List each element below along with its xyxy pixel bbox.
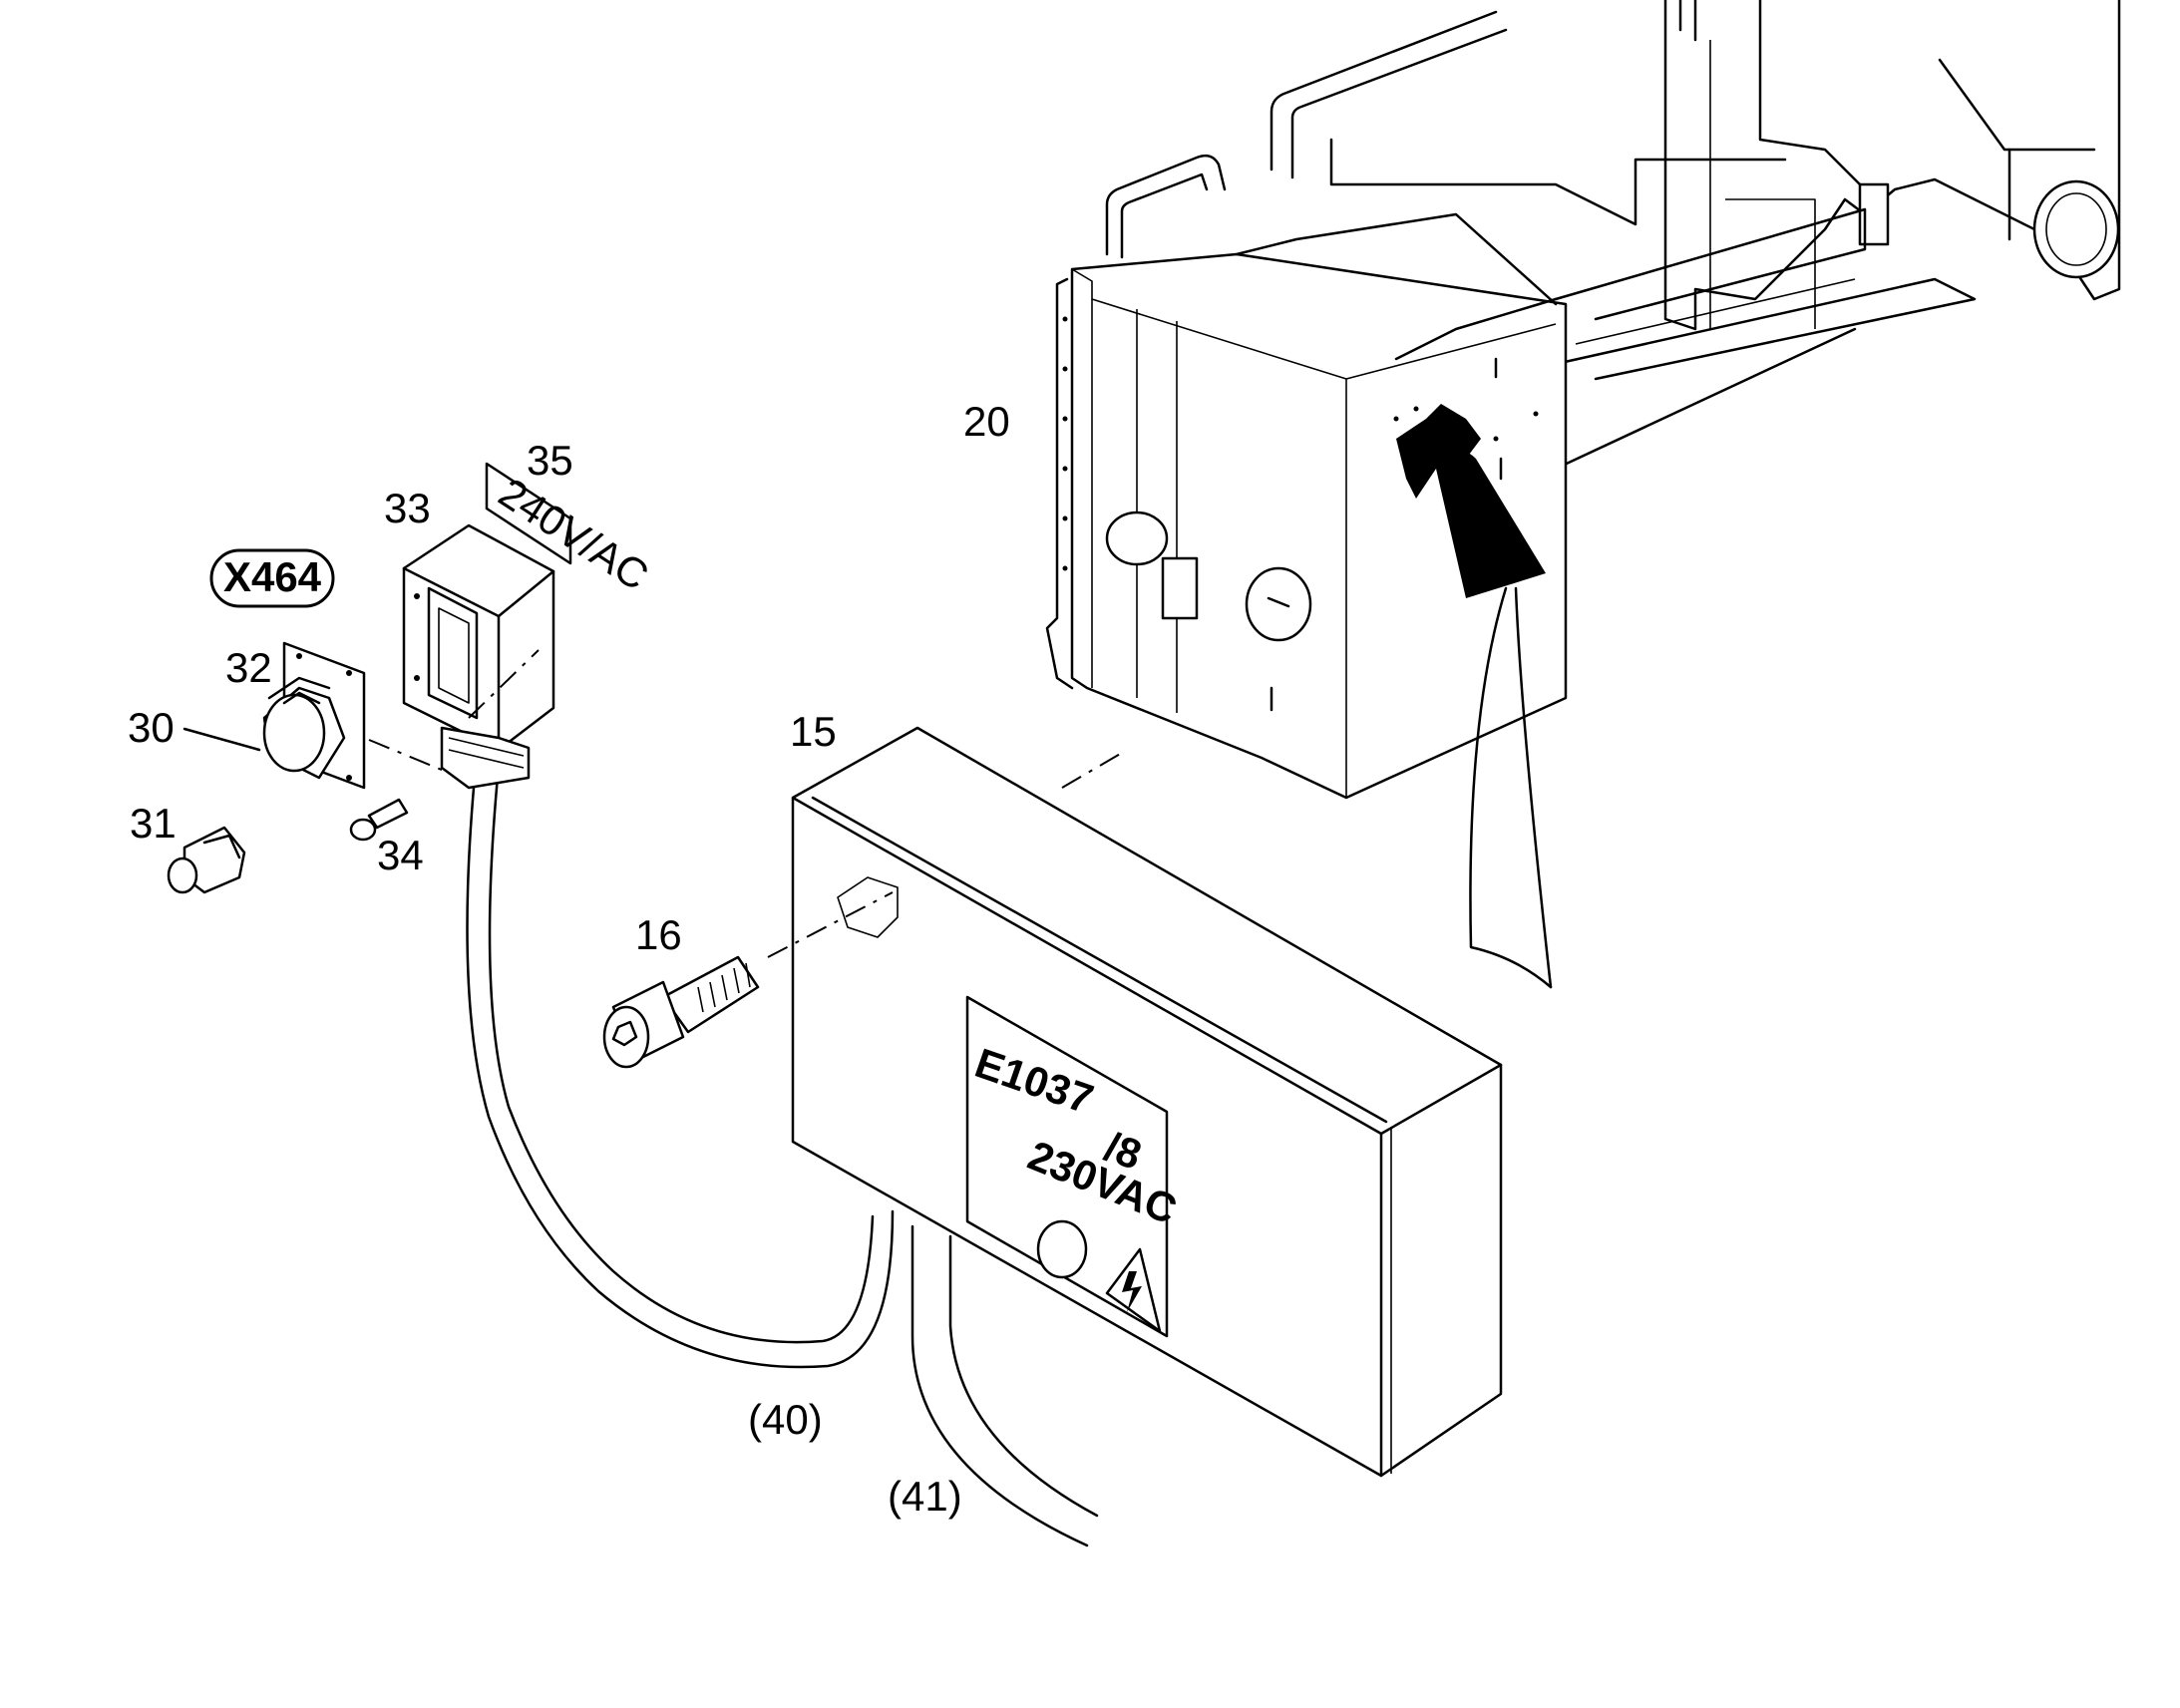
machine-frame xyxy=(1045,0,2121,989)
connector-tag: X464 xyxy=(209,548,335,608)
callout-33: 33 xyxy=(384,485,431,531)
leader-30 xyxy=(182,727,261,752)
callout-30: 30 xyxy=(128,704,175,751)
indicator-circle-icon xyxy=(1036,1219,1088,1279)
box-label-plate xyxy=(965,995,1169,1338)
small-screw xyxy=(349,798,409,842)
callout-16: 16 xyxy=(635,911,682,958)
connector-housing xyxy=(402,523,555,790)
callout-32: 32 xyxy=(225,644,272,691)
mounting-line-33 xyxy=(468,649,540,719)
rivets xyxy=(1062,316,1539,571)
mounting-line-32 xyxy=(368,739,450,774)
callout-15: 15 xyxy=(790,708,837,755)
plug xyxy=(167,826,246,894)
connector-tag-label: X464 xyxy=(223,553,322,600)
electrical-box: E1037 /8 230VAC xyxy=(791,726,1503,1478)
callout-34: 34 xyxy=(377,832,424,878)
socket-flange xyxy=(262,641,366,790)
callout-40: (40) xyxy=(748,1396,823,1443)
callout-31: 31 xyxy=(130,800,177,847)
screw xyxy=(602,955,760,1069)
callout-41: (41) xyxy=(888,1473,962,1520)
callout-35: 35 xyxy=(527,437,573,484)
mounting-line-15-20 xyxy=(1061,752,1123,789)
callout-20: 20 xyxy=(963,398,1010,445)
cables xyxy=(466,764,1099,1547)
